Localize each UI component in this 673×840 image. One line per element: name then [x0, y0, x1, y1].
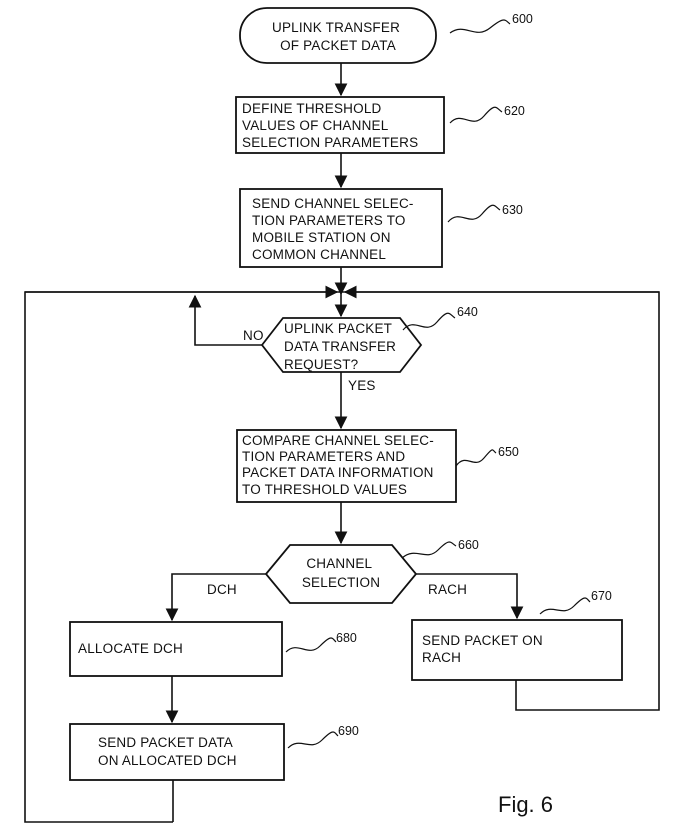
send-params-line-2: TION PARAMETERS TO: [252, 213, 406, 228]
dch-box-line-2: ON ALLOCATED DCH: [98, 753, 237, 768]
define-line-3: SELECTION PARAMETERS: [242, 135, 418, 150]
dch-box-line-1: SEND PACKET DATA: [98, 735, 233, 750]
send-on-dch-box: SEND PACKET DATA ON ALLOCATED DCH: [70, 724, 284, 780]
leader-630: [448, 205, 500, 222]
leader-690: [288, 732, 338, 748]
leader-640: [403, 313, 455, 330]
leader-620: [450, 107, 502, 123]
decision-640-line-2: DATA TRANSFER: [284, 339, 396, 354]
figure-label: Fig. 6: [498, 792, 553, 817]
send-params-line-3: MOBILE STATION ON: [252, 230, 391, 245]
send-params-line-1: SEND CHANNEL SELEC-: [252, 196, 414, 211]
send-on-rach-box: SEND PACKET ON RACH: [412, 620, 622, 680]
ref-690: 690: [338, 724, 359, 738]
allocate-line-1: ALLOCATE DCH: [78, 641, 183, 656]
start-terminator: UPLINK TRANSFER OF PACKET DATA: [240, 8, 436, 63]
dch-label: DCH: [207, 582, 237, 597]
dch-branch-line: [172, 574, 266, 620]
leader-660: [402, 542, 456, 558]
define-line-2: VALUES OF CHANNEL: [242, 118, 389, 133]
rach-label: RACH: [428, 582, 467, 597]
send-parameters-box: SEND CHANNEL SELEC- TION PARAMETERS TO M…: [240, 189, 442, 267]
define-threshold-box: DEFINE THRESHOLD VALUES OF CHANNEL SELEC…: [236, 97, 444, 153]
compare-parameters-box: COMPARE CHANNEL SELEC- TION PARAMETERS A…: [237, 430, 456, 502]
compare-line-1: COMPARE CHANNEL SELEC-: [242, 433, 434, 448]
decision-640-line-3: REQUEST?: [284, 357, 358, 372]
decision-660-line-1: CHANNEL: [306, 556, 372, 571]
compare-line-4: TO THRESHOLD VALUES: [242, 482, 407, 497]
leader-670: [540, 598, 590, 614]
compare-line-3: PACKET DATA INFORMATION: [242, 465, 434, 480]
ref-600: 600: [512, 12, 533, 26]
rach-box-line-2: RACH: [422, 650, 461, 665]
no-label: NO: [243, 328, 264, 343]
leader-600: [450, 20, 510, 33]
ref-670: 670: [591, 589, 612, 603]
start-line-1: UPLINK TRANSFER: [272, 20, 400, 35]
compare-line-2: TION PARAMETERS AND: [242, 449, 405, 464]
decision-660-line-2: SELECTION: [302, 575, 380, 590]
ref-660: 660: [458, 538, 479, 552]
define-line-1: DEFINE THRESHOLD: [242, 101, 382, 116]
start-line-2: OF PACKET DATA: [280, 38, 396, 53]
send-params-line-4: COMMON CHANNEL: [252, 247, 386, 262]
svg-text:ALLOCATE DCH: ALLOCATE DCH: [78, 641, 183, 656]
channel-selection-decision: CHANNEL SELECTION: [266, 545, 416, 603]
rach-box-line-1: SEND PACKET ON: [422, 633, 543, 648]
allocate-dch-box: ALLOCATE DCH: [70, 622, 282, 676]
yes-label: YES: [348, 378, 376, 393]
ref-650: 650: [498, 445, 519, 459]
ref-620: 620: [504, 104, 525, 118]
decision-640-line-1: UPLINK PACKET: [284, 321, 392, 336]
leader-680: [286, 638, 336, 652]
leader-650: [456, 450, 496, 466]
ref-640: 640: [457, 305, 478, 319]
uplink-request-decision: UPLINK PACKET DATA TRANSFER REQUEST?: [262, 318, 421, 372]
ref-630: 630: [502, 203, 523, 217]
ref-680: 680: [336, 631, 357, 645]
